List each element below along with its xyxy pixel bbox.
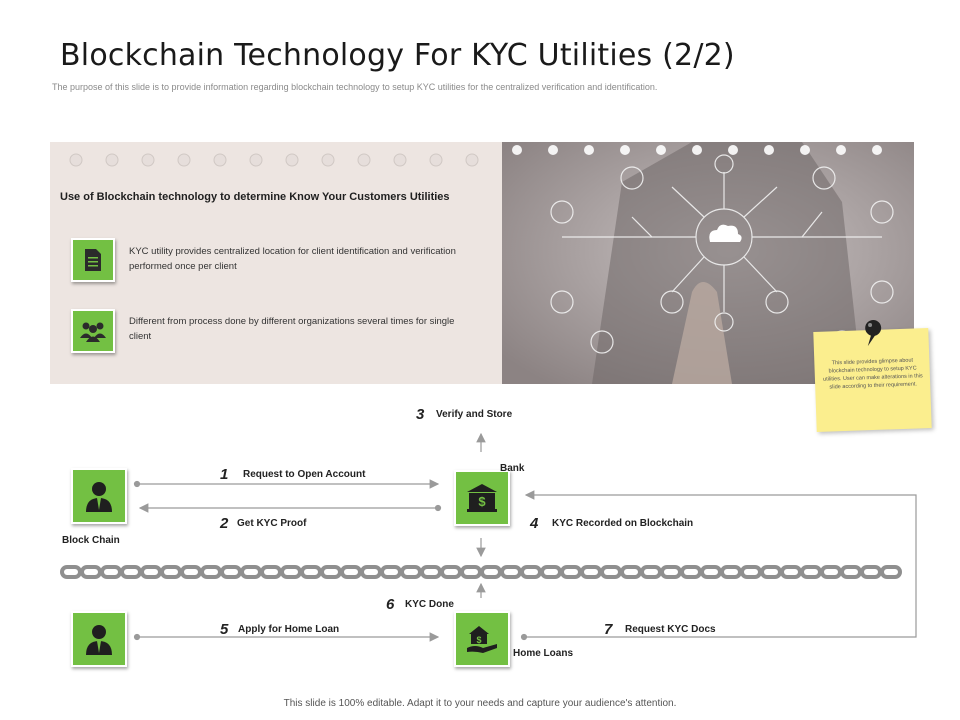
step-3-label: Verify and Store	[436, 409, 513, 420]
chain-link	[240, 565, 262, 579]
chain-link	[60, 565, 82, 579]
chain-link	[740, 565, 762, 579]
group-icon	[71, 309, 115, 353]
chain-link	[420, 565, 442, 579]
bank-icon: $	[454, 470, 510, 526]
chain-link	[780, 565, 802, 579]
panel-heading: Use of Blockchain technology to determin…	[60, 191, 450, 203]
chain-link	[100, 565, 122, 579]
chain-link	[500, 565, 522, 579]
chain-link	[680, 565, 702, 579]
chain-link	[180, 565, 202, 579]
step-6-number: 6	[386, 596, 395, 613]
step-2-number: 2	[220, 515, 229, 532]
chain-link	[800, 565, 822, 579]
step-7-number: 7	[604, 621, 613, 638]
home-loan-user-icon	[71, 611, 127, 667]
chain-link	[340, 565, 362, 579]
chain-link	[140, 565, 162, 579]
chain-link	[260, 565, 282, 579]
pushpin-icon	[865, 319, 882, 347]
chain-link	[320, 565, 342, 579]
chain-link	[120, 565, 142, 579]
chain-link	[160, 565, 182, 579]
chain-link	[220, 565, 242, 579]
step-3-number: 3	[416, 406, 425, 423]
sticky-note: This slide provides glimpse about blockc…	[813, 319, 932, 432]
chain-link	[600, 565, 622, 579]
home-loans-icon: $	[454, 611, 510, 667]
info-panel	[50, 142, 502, 384]
page-subtitle: The purpose of this slide is to provide …	[52, 82, 658, 92]
step-5-number: 5	[220, 621, 229, 638]
block-chain-label: Block Chain	[62, 535, 120, 546]
technology-network-photo	[502, 142, 914, 384]
home-loans-label: Home Loans	[513, 648, 574, 659]
chain-link	[400, 565, 422, 579]
bullet-text-2: Different from process done by different…	[129, 316, 455, 342]
bank-label: Bank	[500, 463, 525, 474]
chain-link	[660, 565, 682, 579]
svg-text:$: $	[478, 494, 486, 509]
chain-link	[820, 565, 842, 579]
chain-link	[880, 565, 902, 579]
chain-link	[540, 565, 562, 579]
chain-link	[300, 565, 322, 579]
chain-link	[640, 565, 662, 579]
chain-link	[280, 565, 302, 579]
step-4-label: KYC Recorded on Blockchain	[552, 518, 694, 529]
svg-text:$: $	[476, 635, 481, 645]
chain-link	[700, 565, 722, 579]
chain-link	[760, 565, 782, 579]
chain-link	[380, 565, 402, 579]
bullet-text-1: KYC utility provides centralized locatio…	[129, 246, 456, 272]
chain-link	[860, 565, 882, 579]
page-title: Blockchain Technology For KYC Utilities …	[60, 38, 735, 73]
block-chain-user-icon	[71, 468, 127, 524]
footer-note: This slide is 100% editable. Adapt it to…	[283, 698, 677, 709]
chain-link	[720, 565, 742, 579]
chain-link	[580, 565, 602, 579]
step-4-number: 4	[530, 515, 539, 532]
chain-link	[80, 565, 102, 579]
document-icon	[71, 238, 115, 282]
step-6-label: KYC Done	[405, 599, 454, 610]
chain-link	[840, 565, 862, 579]
step-1-number: 1	[220, 466, 229, 483]
chain-link	[520, 565, 542, 579]
step-2-label: Get KYC Proof	[237, 518, 307, 529]
chain-link	[440, 565, 462, 579]
step-5-label: Apply for Home Loan	[238, 624, 340, 635]
step-7-label: Request KYC Docs	[625, 624, 716, 635]
chain-link	[620, 565, 642, 579]
chain-link	[480, 565, 502, 579]
chain-link	[460, 565, 482, 579]
step-1-label: Request to Open Account	[243, 469, 366, 480]
chain-link	[360, 565, 382, 579]
chain-link	[560, 565, 582, 579]
chain-link	[200, 565, 222, 579]
